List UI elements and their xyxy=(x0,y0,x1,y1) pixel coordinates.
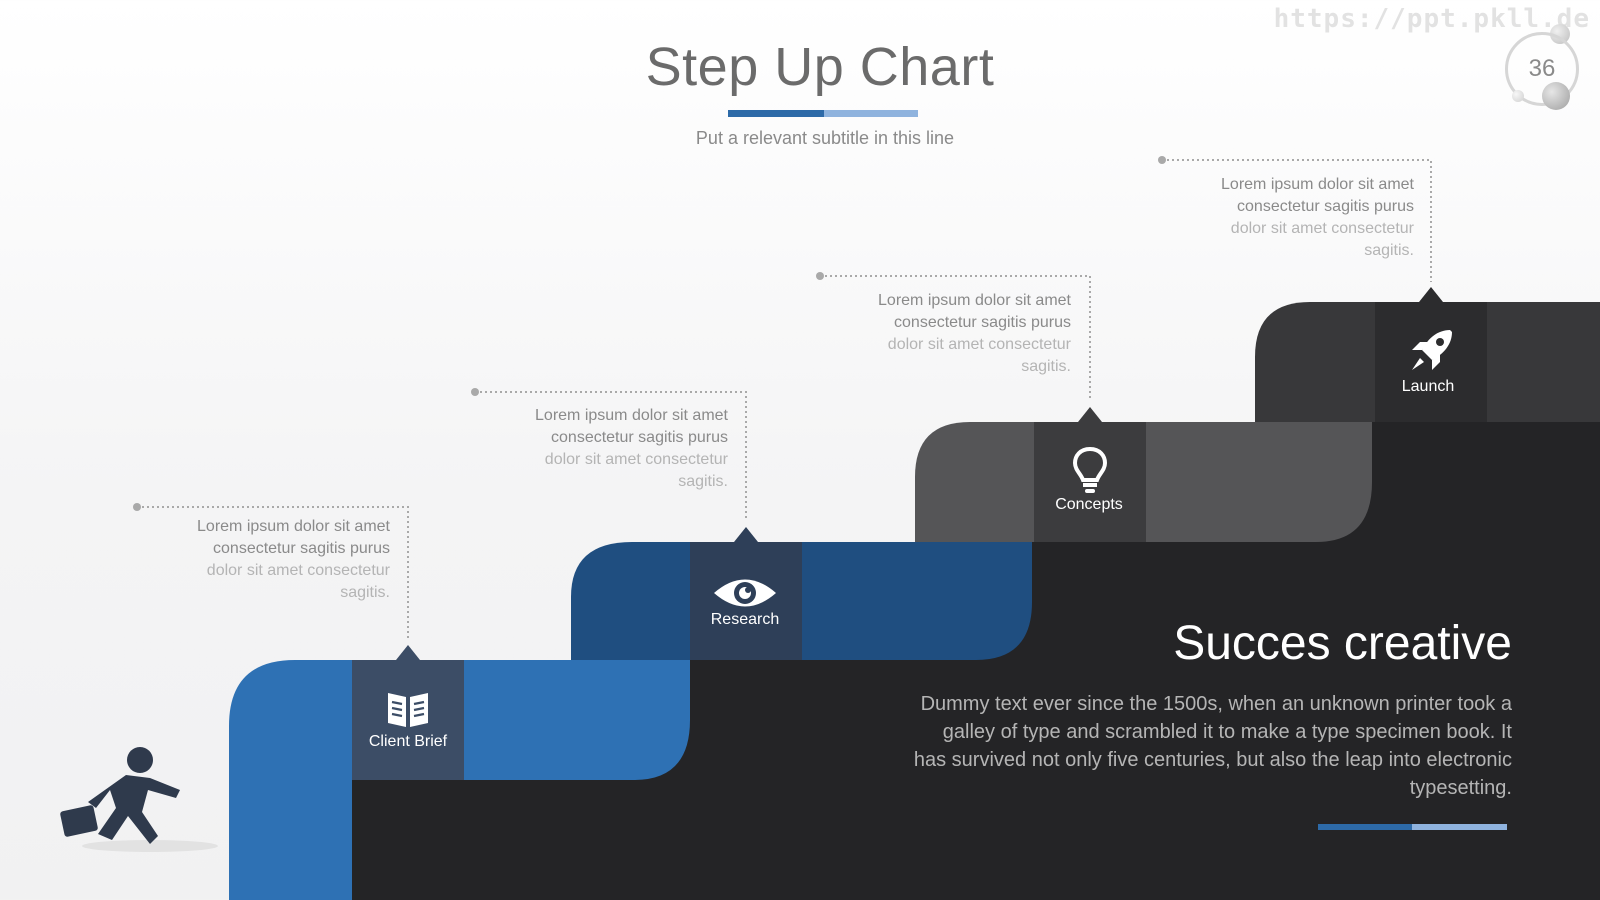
step-tab-launch xyxy=(1375,302,1487,422)
title-underline-dark xyxy=(728,110,824,117)
success-title: Succes creative xyxy=(1173,617,1512,670)
step-description-concepts: Lorem ipsum dolor sit amet consectetur s… xyxy=(878,292,1071,375)
book-icon xyxy=(388,693,428,727)
connector-concepts xyxy=(820,275,1091,400)
watermark-url: https://ppt.pkll.de xyxy=(1273,4,1590,34)
page-number-badge: 36 xyxy=(1505,32,1579,106)
decor-dot-large xyxy=(1542,82,1570,110)
connector-launch xyxy=(1162,159,1432,282)
step-description-launch: Lorem ipsum dolor sit amet consectetur s… xyxy=(1221,176,1414,259)
step-label-client-brief: Client Brief xyxy=(368,733,448,750)
step-description-client-brief: Lorem ipsum dolor sit amet consectetur s… xyxy=(197,518,390,601)
pointer-client-brief xyxy=(396,645,420,660)
pointer-launch xyxy=(1419,287,1443,302)
connector-dot-launch xyxy=(1158,156,1166,164)
page-subtitle: Put a relevant subtitle in this line xyxy=(695,128,955,148)
step-label-concepts: Concepts xyxy=(1055,496,1123,513)
pointer-research xyxy=(734,527,758,542)
pointer-concepts xyxy=(1078,407,1102,422)
running-businessman-icon xyxy=(60,747,218,852)
step-label-launch: Launch xyxy=(1401,378,1455,395)
success-underline-dark xyxy=(1318,824,1412,830)
success-body: Dummy text ever since the 1500s, when an… xyxy=(913,693,1512,799)
lightbulb-icon xyxy=(1072,446,1108,493)
step-label-research: Research xyxy=(710,611,780,628)
connector-dot-research xyxy=(471,388,479,396)
connector-client-brief xyxy=(137,506,409,638)
step-description-research: Lorem ipsum dolor sit amet consectetur s… xyxy=(535,407,728,490)
page-title: Step Up Chart xyxy=(645,37,995,97)
connector-dot-client-brief xyxy=(133,503,141,511)
step-tab-client-brief xyxy=(352,660,464,780)
success-underline-light xyxy=(1412,824,1507,830)
title-underline-light xyxy=(824,110,918,117)
connector-research xyxy=(475,391,747,520)
rocket-icon xyxy=(1412,330,1452,370)
eye-icon xyxy=(714,579,776,607)
decor-dot-tiny xyxy=(1512,90,1524,102)
connector-dot-concepts xyxy=(816,272,824,280)
